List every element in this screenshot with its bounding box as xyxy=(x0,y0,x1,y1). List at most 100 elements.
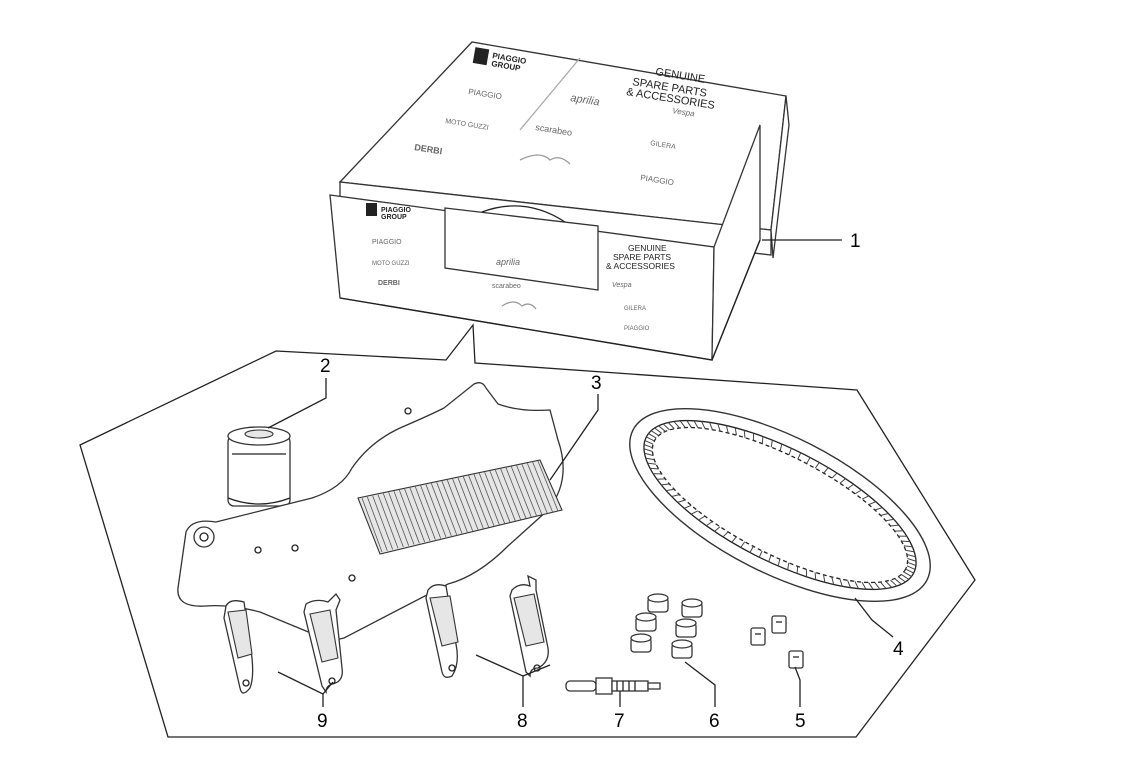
belt-tooth xyxy=(701,421,706,429)
belt-tooth xyxy=(885,580,893,588)
belt-tooth xyxy=(861,495,870,500)
belt-tooth xyxy=(650,467,659,470)
callout-5: 5 xyxy=(795,711,806,732)
pleat-line xyxy=(377,494,399,549)
belt-tooth xyxy=(779,443,783,452)
belt-tooth xyxy=(874,507,883,511)
oil-filter xyxy=(227,426,291,507)
belt-tooth xyxy=(880,513,889,516)
logo-piaggio-front-2: PIAGGIO xyxy=(624,326,650,332)
brand-letter: P xyxy=(477,52,486,65)
belt-tooth xyxy=(643,448,653,452)
belt-tooth xyxy=(823,574,826,583)
belt-tooth xyxy=(770,440,773,448)
logo-derbi-lid: DERBI xyxy=(414,142,443,156)
belt-tooth xyxy=(658,425,666,432)
belt-tooth xyxy=(650,430,659,436)
belt-tooth xyxy=(749,546,754,553)
belt-tooth xyxy=(644,440,654,445)
sliders xyxy=(750,615,804,669)
pleat-line xyxy=(425,484,447,538)
belt-tooth xyxy=(885,518,894,522)
pleat-line xyxy=(457,477,479,530)
belt-tooth xyxy=(874,582,881,590)
belt-tooth xyxy=(673,421,680,429)
belt-tooth xyxy=(647,462,657,465)
logo-piaggio-front: PIAGGIO xyxy=(372,239,402,246)
pleat-line xyxy=(510,466,532,518)
belt-tooth xyxy=(868,501,877,506)
logo-scarabeo-front: scarabeo xyxy=(492,283,521,290)
pleat-line xyxy=(484,472,506,524)
belt-tooth xyxy=(644,452,654,456)
pleat-line xyxy=(521,464,543,515)
front-genuine-line-1: GENUINE xyxy=(628,243,667,253)
roller-top xyxy=(681,598,703,608)
belt-tooth xyxy=(743,430,746,438)
pleat-line xyxy=(388,492,410,546)
logo-derbi-front: DERBI xyxy=(378,280,400,287)
belt-tooth xyxy=(761,436,764,444)
belt-tooth xyxy=(645,457,655,461)
belt-tooth xyxy=(901,540,910,543)
pleat-line xyxy=(462,476,484,529)
belt-tooth xyxy=(903,571,912,577)
pleat-line xyxy=(516,465,538,517)
pleat-line xyxy=(532,461,554,513)
callout-7: 7 xyxy=(614,711,625,732)
front-brand-letter: P xyxy=(368,205,374,215)
pleat-line xyxy=(382,493,404,548)
belt-tooth xyxy=(906,565,916,570)
pleat-line xyxy=(420,485,442,539)
belt-tooth xyxy=(731,536,737,543)
belt-tooth xyxy=(683,504,692,509)
belt-tooth xyxy=(823,467,829,474)
belt-tooth xyxy=(648,433,657,439)
pleat-line xyxy=(446,479,468,533)
front-genuine-line-2: SPARE PARTS xyxy=(613,252,671,262)
belt-tooth xyxy=(788,448,792,456)
belt-tooth xyxy=(666,488,675,492)
belt-tooth xyxy=(831,472,838,479)
pleat-line xyxy=(361,497,383,553)
belt-tooth xyxy=(677,499,686,503)
belt-tooth xyxy=(693,420,699,429)
air-filter-pleats xyxy=(361,460,559,553)
callout-3: 3 xyxy=(591,373,602,394)
front-brand-line-1: PIAGGIO xyxy=(381,207,412,214)
belt-tooth xyxy=(906,554,916,558)
drive-belt xyxy=(629,407,931,603)
belt-tooth xyxy=(831,576,835,585)
belt-tooth xyxy=(814,462,820,469)
logo-gilera-lid: GILERA xyxy=(650,140,677,151)
pleat-line xyxy=(468,475,490,528)
belt-tooth xyxy=(905,568,914,574)
belt-tooth xyxy=(839,478,846,484)
leader-lines xyxy=(267,239,894,707)
kit-outline xyxy=(79,323,976,738)
belt-tooth xyxy=(646,436,655,442)
belt-tooth xyxy=(907,558,917,562)
pleat-line xyxy=(500,468,522,520)
belt-tooth xyxy=(661,483,670,486)
front-brand-line-2: GROUP xyxy=(381,214,407,221)
belt-tooth xyxy=(839,578,843,587)
callout-6: 6 xyxy=(709,711,720,732)
belt-tooth xyxy=(907,561,917,566)
belt-tooth xyxy=(868,582,874,590)
spare-parts-box: P PIAGGIO GROUP GENUINE SPARE PARTS & AC… xyxy=(329,41,790,361)
belt-tooth xyxy=(654,427,663,434)
belt-tooth xyxy=(894,578,902,585)
pleat-line xyxy=(366,496,388,551)
belt-tooth xyxy=(880,581,887,589)
logo-vespa-lid: Vespa xyxy=(672,106,696,118)
pleat-line xyxy=(494,469,516,522)
logo-aprilia-lid: aprilia xyxy=(570,92,601,108)
roller-top xyxy=(647,593,669,603)
callout-1: 1 xyxy=(850,231,861,252)
pleat-line xyxy=(452,478,474,532)
roller-top xyxy=(671,639,693,649)
logo-aprilia-front: aprilia xyxy=(496,257,520,267)
brake-pads-set-8 xyxy=(425,574,549,678)
